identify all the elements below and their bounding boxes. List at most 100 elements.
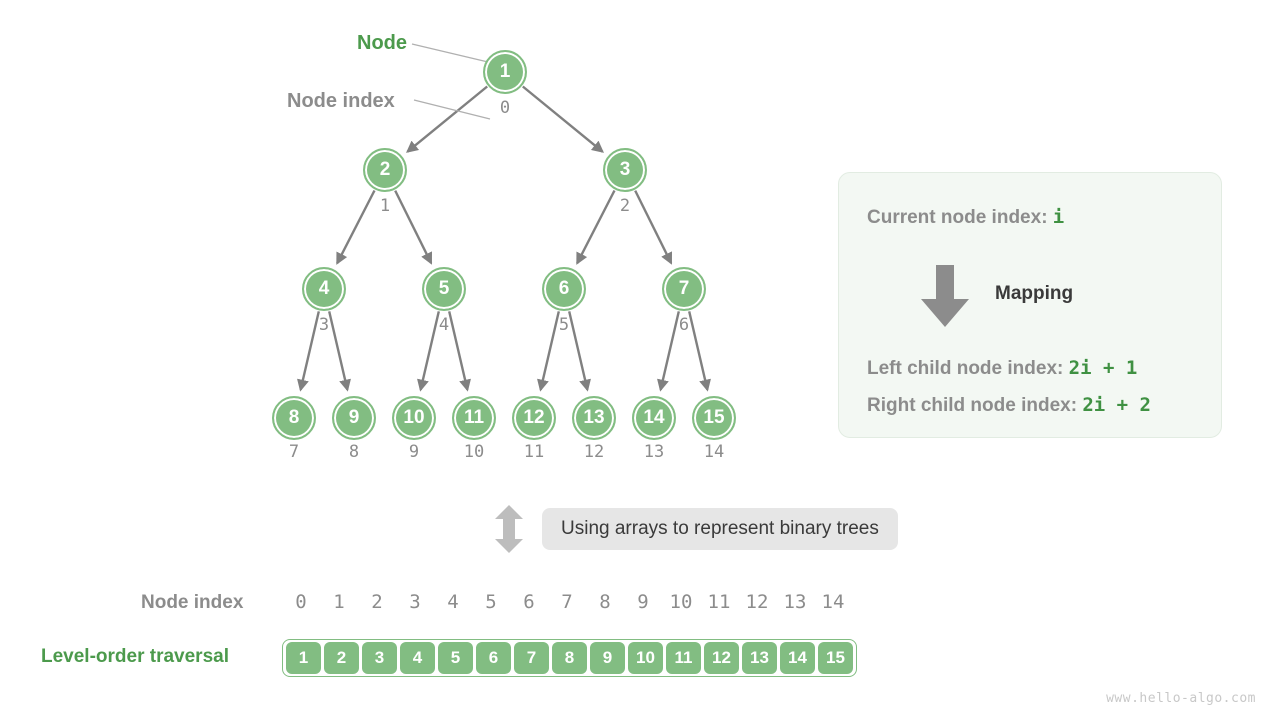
- array-index-row-label: Node index: [141, 592, 244, 613]
- array-index-1: 1: [333, 591, 345, 613]
- legend-current-index-label: Current node index: [867, 207, 1042, 228]
- tree-node-value: 8: [288, 407, 300, 428]
- tree-node-index-9: 9: [408, 442, 420, 462]
- tree-node-13: 13: [572, 396, 616, 440]
- tree-node-12: 12: [512, 396, 556, 440]
- array-index-5: 5: [485, 591, 497, 613]
- array-index-6: 6: [523, 591, 535, 613]
- tree-node-value: 13: [583, 407, 605, 428]
- legend-colon-1: :: [1041, 207, 1048, 228]
- array-index-0: 0: [295, 591, 307, 613]
- tree-node-index-13: 13: [643, 442, 665, 462]
- tree-node-value: 6: [558, 278, 570, 299]
- tree-node-index-8: 8: [348, 442, 360, 462]
- caption-box: Using arrays to represent binary trees: [542, 508, 898, 550]
- leader-line-node: [411, 43, 489, 63]
- array-cell-1: 2: [324, 641, 359, 674]
- tree-node-10: 10: [392, 396, 436, 440]
- tree-node-index-10: 10: [463, 442, 485, 462]
- array-cell-8: 9: [590, 641, 625, 674]
- array-cell-12: 13: [742, 641, 777, 674]
- legend-right-child-line: Right child node index: 2i + 2: [867, 394, 1151, 417]
- tree-node-index-3: 3: [318, 315, 330, 335]
- up-down-arrow-icon: [495, 505, 523, 553]
- array-index-14: 14: [821, 591, 845, 613]
- array-cell-9: 10: [628, 641, 663, 674]
- tree-node-1: 1: [483, 50, 527, 94]
- legend-colon-2: :: [1057, 358, 1064, 379]
- legend-right-child-label: Right child node index: [867, 395, 1071, 416]
- tree-node-value: 10: [403, 407, 425, 428]
- array-cell-2: 3: [362, 641, 397, 674]
- legend-right-child-value: 2i + 2: [1082, 394, 1151, 416]
- tree-node-index-1: 1: [379, 196, 391, 216]
- tree-node-value: 2: [379, 159, 391, 180]
- tree-node-value: 11: [463, 407, 485, 428]
- tree-node-index-12: 12: [583, 442, 605, 462]
- array-cell-3: 4: [400, 641, 435, 674]
- tree-node-value: 12: [523, 407, 545, 428]
- legend-current-index-value: i: [1052, 206, 1065, 228]
- tree-node-index-0: 0: [499, 98, 511, 118]
- legend-colon-3: :: [1070, 395, 1078, 416]
- tree-node-5: 5: [422, 267, 466, 311]
- array-cell-11: 12: [704, 641, 739, 674]
- tree-node-8: 8: [272, 396, 316, 440]
- array-index-12: 12: [745, 591, 769, 613]
- array-index-7: 7: [561, 591, 573, 613]
- annotation-node-label: Node: [357, 32, 407, 54]
- array-cell-10: 11: [666, 641, 701, 674]
- tree-edge: [522, 85, 604, 153]
- tree-node-4: 4: [302, 267, 346, 311]
- array-index-2: 2: [371, 591, 383, 613]
- array-values-row-label: Level-order traversal: [41, 646, 229, 667]
- tree-node-3: 3: [603, 148, 647, 192]
- tree-node-11: 11: [452, 396, 496, 440]
- tree-edge: [406, 85, 488, 153]
- mapping-down-arrow-icon: [921, 265, 969, 327]
- watermark: www.hello-algo.com: [1106, 691, 1256, 706]
- legend-left-child-label: Left child node index: [867, 358, 1058, 379]
- array-cell-6: 7: [514, 641, 549, 674]
- tree-node-index-7: 7: [288, 442, 300, 462]
- array-cell-5: 6: [476, 641, 511, 674]
- tree-node-value: 7: [678, 278, 690, 299]
- tree-node-value: 5: [438, 278, 450, 299]
- array-cell-7: 8: [552, 641, 587, 674]
- tree-node-value: 9: [348, 407, 360, 428]
- legend-left-child-value: 2i + 1: [1068, 357, 1138, 379]
- array-cell-14: 15: [818, 641, 853, 674]
- array-index-13: 13: [783, 591, 807, 613]
- tree-edges: [297, 85, 711, 392]
- tree-node-index-14: 14: [703, 442, 725, 462]
- tree-node-index-6: 6: [678, 315, 690, 335]
- tree-node-value: 15: [703, 407, 725, 428]
- legend-left-child-line: Left child node index: 2i + 1: [867, 357, 1137, 380]
- array-index-4: 4: [447, 591, 459, 613]
- tree-node-15: 15: [692, 396, 736, 440]
- tree-node-value: 3: [619, 159, 631, 180]
- tree-node-6: 6: [542, 267, 586, 311]
- array-cell-0: 1: [286, 641, 321, 674]
- tree-node-9: 9: [332, 396, 376, 440]
- array-index-8: 8: [599, 591, 611, 613]
- array-index-11: 11: [707, 591, 731, 613]
- tree-node-index-5: 5: [558, 315, 570, 335]
- array-index-3: 3: [409, 591, 421, 613]
- tree-node-value: 4: [318, 278, 330, 299]
- tree-node-index-11: 11: [523, 442, 545, 462]
- leader-line-node-index: [413, 99, 491, 120]
- tree-node-2: 2: [363, 148, 407, 192]
- annotation-node-index-label: Node index: [287, 90, 395, 112]
- array-index-10: 10: [669, 591, 693, 613]
- legend-mapping-label: Mapping: [995, 283, 1074, 304]
- tree-node-value: 14: [643, 407, 665, 428]
- array-cell-4: 5: [438, 641, 473, 674]
- array-cell-13: 14: [780, 641, 815, 674]
- tree-node-7: 7: [662, 267, 706, 311]
- mapping-legend-card: Current node index: i Mapping Left child…: [838, 172, 1222, 438]
- tree-node-index-2: 2: [619, 196, 631, 216]
